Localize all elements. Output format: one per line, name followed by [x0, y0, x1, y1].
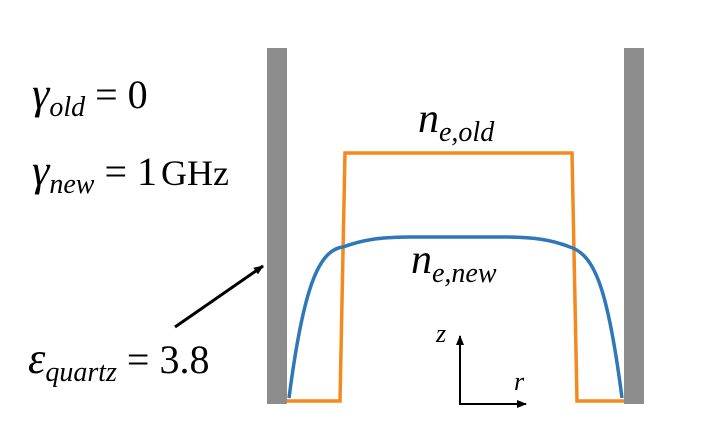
n-e-old-curve	[287, 151, 624, 403]
n-e-new-curve	[287, 235, 624, 399]
n-e-old-label: ne,old	[418, 96, 495, 148]
quartz-wall-left	[267, 48, 287, 404]
gamma-old-label: γold= 0	[32, 69, 148, 123]
quartz-pointer-arrow	[174, 264, 264, 329]
n-e-new-label: ne,new	[411, 237, 497, 289]
epsilon-quartz-label: εquartz= 3.8	[28, 334, 209, 388]
quartz-wall-right	[624, 48, 644, 404]
r-axis-label: r	[514, 367, 525, 396]
z-axis-label: z	[435, 319, 446, 348]
